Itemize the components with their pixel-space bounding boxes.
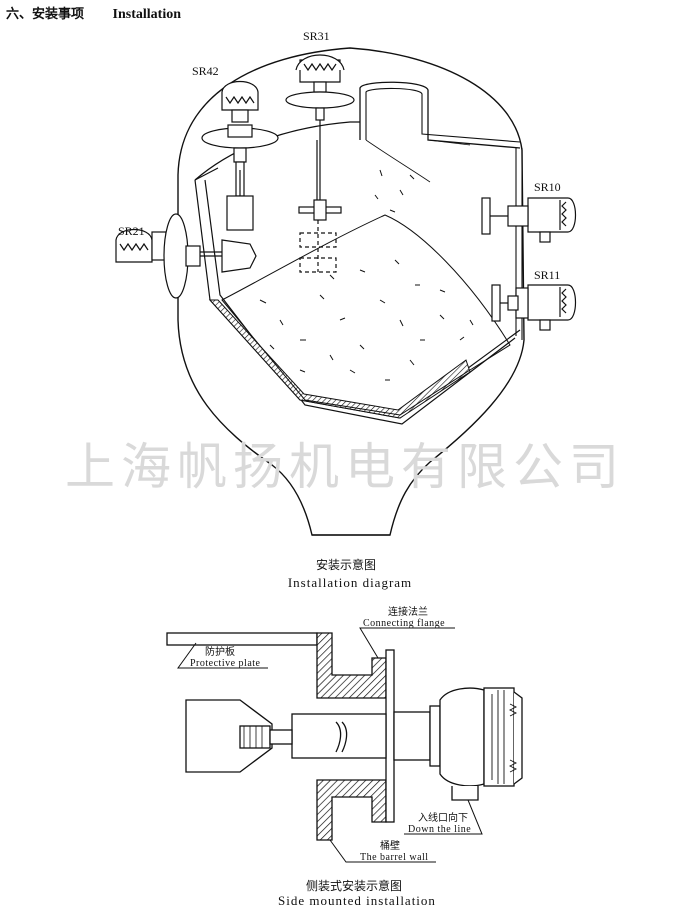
figure1-labels: SR31 SR42 SR21 SR10 SR11 — [118, 29, 561, 282]
silo-diagram — [115, 47, 577, 536]
sr42-sensor — [201, 80, 279, 231]
label-plate-cn: 防护板 — [205, 645, 235, 658]
side-mount-diagram — [166, 627, 523, 863]
figure1-caption-cn: 安装示意图 — [316, 557, 376, 572]
figure2-labels: 连接法兰 Connecting flange 防护板 Protective pl… — [190, 605, 471, 863]
barrel-wall-upper — [316, 632, 387, 699]
company-watermark: 上海帆扬机电有限公司 — [65, 438, 625, 496]
section-title-en: Installation — [112, 7, 182, 22]
section-title-cn: 六、安装事项 — [6, 7, 85, 22]
protective-plate — [166, 632, 318, 646]
material-surface — [221, 214, 511, 416]
sr10-sensor — [481, 197, 577, 243]
label-sr42: SR42 — [192, 64, 219, 78]
housing — [439, 687, 485, 787]
label-sr10: SR10 — [534, 180, 561, 194]
label-line-en: Down the line — [408, 824, 471, 835]
cable-inlet — [451, 786, 479, 801]
sr11-sensor — [491, 284, 577, 331]
label-flange-cn: 连接法兰 — [388, 605, 428, 618]
label-sr11: SR11 — [534, 268, 560, 282]
connecting-flange — [385, 649, 395, 823]
material-specks — [259, 169, 474, 381]
probe-shaft — [291, 713, 387, 759]
sr21-sensor — [115, 213, 257, 299]
section-heading: 六、安装事项 Installation — [6, 3, 181, 23]
figure2-caption-en: Side mounted installation — [278, 893, 436, 908]
label-flange-en: Connecting flange — [363, 618, 445, 629]
silo-outline — [177, 47, 525, 536]
figure1-caption-en: Installation diagram — [288, 575, 412, 590]
sr31-sensor — [285, 54, 355, 273]
label-sr31: SR31 — [303, 29, 330, 43]
barrel-wall-lower — [316, 779, 387, 841]
label-plate-en: Protective plate — [190, 658, 261, 669]
silo-partition — [359, 81, 521, 149]
label-sr21: SR21 — [118, 224, 145, 238]
label-wall-cn: 桶壁 — [380, 839, 400, 852]
label-line-cn: 入线口向下 — [418, 811, 468, 824]
paddle — [185, 699, 273, 773]
figure2-caption-cn: 侧装式安装示意图 — [306, 878, 402, 893]
label-wall-en: The barrel wall — [360, 852, 429, 863]
